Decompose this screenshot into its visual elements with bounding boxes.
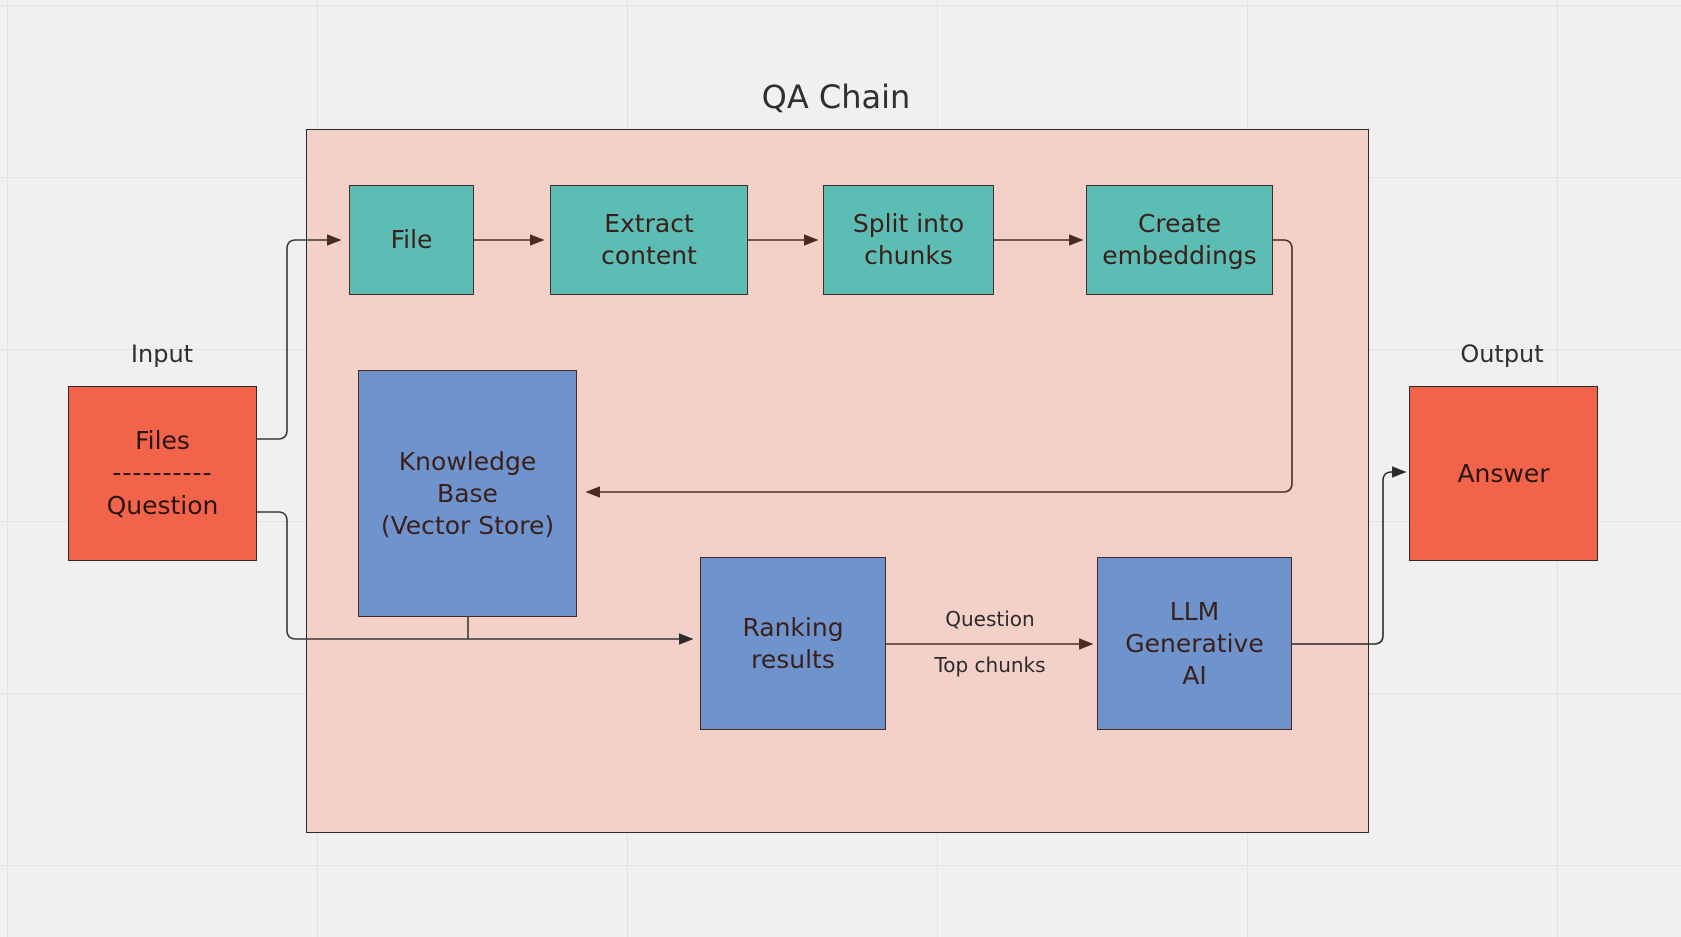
node-file-label: File	[390, 225, 433, 254]
node-input[interactable]: Files ---------- Question	[68, 386, 257, 561]
node-knowledge-base-line3: (Vector Store)	[380, 510, 555, 540]
node-answer[interactable]: Answer	[1409, 386, 1598, 561]
node-ranking-results-line2: results	[751, 644, 835, 674]
node-input-separator: ----------	[112, 458, 213, 488]
node-input-files: Files	[135, 426, 190, 456]
node-split-chunks-line1: Split into	[852, 209, 965, 238]
node-create-embeddings-line2: embeddings	[1102, 241, 1257, 270]
output-label: Output	[1460, 340, 1544, 368]
input-label: Input	[130, 340, 194, 368]
node-split-chunks-line2: chunks	[864, 241, 953, 270]
node-extract-content[interactable]: Extract content	[550, 185, 748, 295]
node-file[interactable]: File	[349, 185, 474, 295]
edge-label-question: Question	[945, 607, 1035, 631]
edge-label-top-chunks: Top chunks	[934, 653, 1046, 677]
node-answer-label: Answer	[1457, 458, 1550, 488]
node-create-embeddings-line1: Create	[1137, 209, 1222, 238]
node-llm-line2: Generative	[1125, 628, 1264, 658]
node-input-question: Question	[106, 490, 219, 520]
node-extract-content-line2: content	[601, 241, 697, 270]
node-llm-generative-ai[interactable]: LLM Generative AI	[1097, 557, 1292, 730]
node-llm-line3: AI	[1182, 660, 1207, 690]
node-split-chunks[interactable]: Split into chunks	[823, 185, 994, 295]
qa-chain-title: QA Chain	[761, 78, 911, 116]
node-knowledge-base-line1: Knowledge	[398, 446, 537, 476]
node-extract-content-line1: Extract	[604, 209, 694, 238]
node-ranking-results[interactable]: Ranking results	[700, 557, 886, 730]
node-ranking-results-line1: Ranking	[742, 612, 844, 642]
node-create-embeddings[interactable]: Create embeddings	[1086, 185, 1273, 295]
node-knowledge-base-line2: Base	[437, 478, 498, 508]
node-knowledge-base[interactable]: Knowledge Base (Vector Store)	[358, 370, 577, 617]
node-llm-line1: LLM	[1169, 596, 1220, 626]
